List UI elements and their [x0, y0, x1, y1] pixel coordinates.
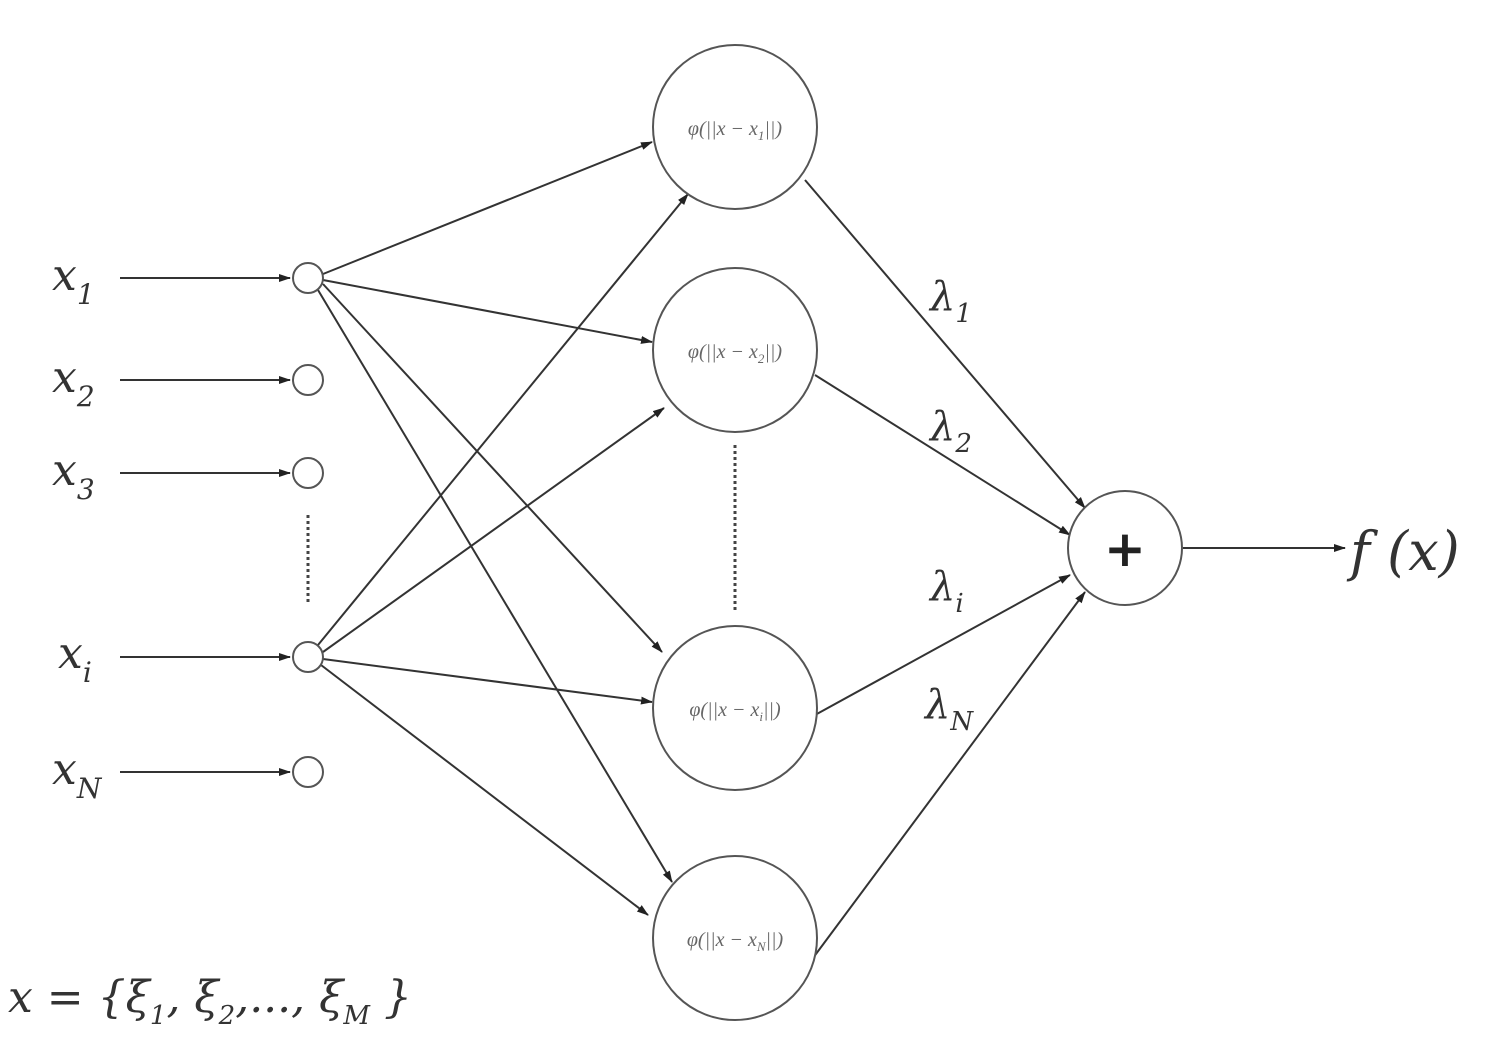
svg-text:φ(||x − xi||): φ(||x − xi||): [689, 699, 781, 724]
hidden-node-2: φ(||x − x2||): [652, 267, 818, 433]
sum-node: +: [1067, 490, 1183, 606]
hidden-node-N: φ(||x − xN||): [652, 855, 818, 1021]
hidden-node-i: φ(||x − xi||): [652, 625, 818, 791]
input-labels: x1 x2 x3 xi xN: [52, 250, 103, 805]
hidden-nodes: φ(||x − x1||) φ(||x − x2||) φ(||x − xi||…: [652, 44, 818, 1021]
arrow: [814, 374, 1071, 536]
input-nodes: [292, 262, 324, 788]
input-label-x3: x3: [52, 445, 95, 506]
plus-symbol: +: [1104, 520, 1146, 578]
input-label-x2: x2: [52, 352, 95, 413]
input-node: [292, 457, 324, 489]
arrow: [317, 193, 689, 646]
hidden-sum-connections: [804, 179, 1086, 963]
arrow: [322, 141, 653, 275]
input-hidden-connections: [317, 141, 689, 916]
weight-lambda-N: λN: [923, 682, 974, 737]
arrow: [814, 574, 1071, 716]
input-node: [292, 262, 324, 294]
input-node: [292, 364, 324, 396]
input-vector-definition: x = {ξ1, ξ2,..., ξM }: [8, 972, 412, 1031]
arrow: [322, 407, 665, 653]
arrow: [804, 179, 1086, 509]
svg-text:φ(||x − x1||): φ(||x − x1||): [688, 118, 782, 143]
input-node: [292, 756, 324, 788]
weight-lambda-i: λi: [928, 564, 964, 619]
input-arrows: [120, 274, 291, 776]
svg-text:φ(||x − xN||): φ(||x − xN||): [687, 929, 784, 954]
input-label-xi: xi: [58, 628, 92, 689]
arrow: [320, 664, 649, 916]
arrow: [322, 283, 663, 653]
weight-lambda-1: λ1: [928, 274, 972, 329]
hidden-node-1: φ(||x − x1||): [652, 44, 818, 210]
weight-lambda-2: λ2: [928, 404, 972, 459]
arrow: [322, 279, 653, 344]
svg-text:φ(||x − x2||): φ(||x − x2||): [688, 341, 782, 366]
input-label-xN: xN: [52, 744, 103, 805]
arrow: [322, 658, 653, 705]
output-label: f (x): [1346, 520, 1460, 583]
weight-labels: λ1 λ2 λi λN: [923, 274, 974, 737]
arrow: [317, 289, 673, 883]
input-label-x1: x1: [52, 250, 95, 311]
input-node: [292, 641, 324, 673]
arrow: [809, 591, 1086, 963]
